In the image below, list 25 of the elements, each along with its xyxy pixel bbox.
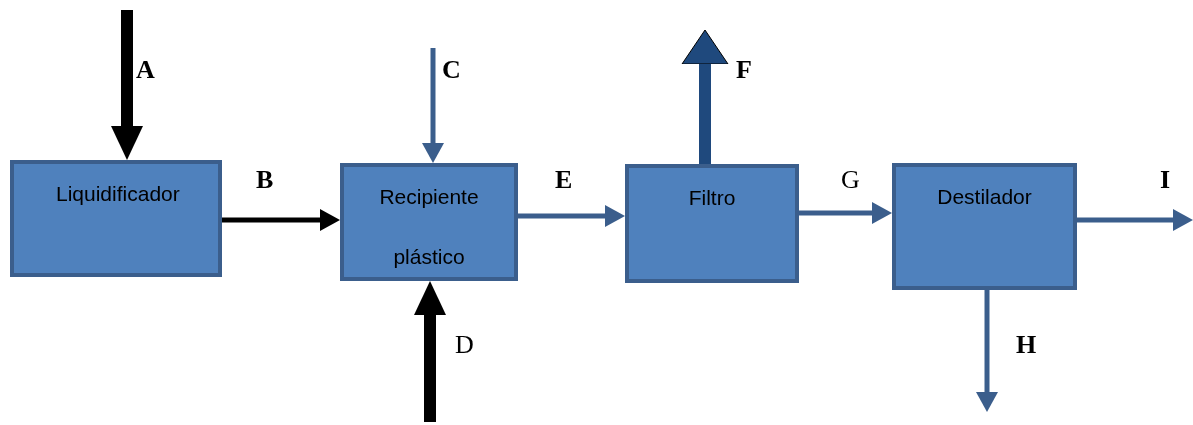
arrow — [111, 10, 143, 160]
arrow — [518, 205, 625, 227]
process-box — [340, 163, 518, 281]
edge-label: I — [1160, 164, 1171, 196]
box-label: Recipiente plástico — [378, 184, 480, 270]
arrow — [799, 202, 892, 224]
edge-label: E — [555, 164, 573, 196]
edge-label: C — [442, 54, 461, 86]
edge-label: D — [455, 329, 474, 361]
process-box — [10, 160, 222, 277]
edge-label: F — [736, 54, 752, 86]
arrow — [222, 209, 340, 231]
edge-label: A — [136, 54, 155, 86]
process-box — [625, 164, 799, 283]
box-label: Destilador — [936, 184, 1033, 210]
arrow — [414, 281, 446, 422]
arrow — [976, 290, 998, 412]
edge-label: G — [841, 164, 860, 196]
arrow — [1077, 209, 1193, 231]
arrow — [681, 29, 729, 164]
arrow — [422, 48, 444, 163]
edge-label: B — [256, 164, 274, 196]
edge-label: H — [1016, 329, 1037, 361]
box-label: Filtro — [687, 185, 737, 211]
process-box — [892, 163, 1077, 290]
